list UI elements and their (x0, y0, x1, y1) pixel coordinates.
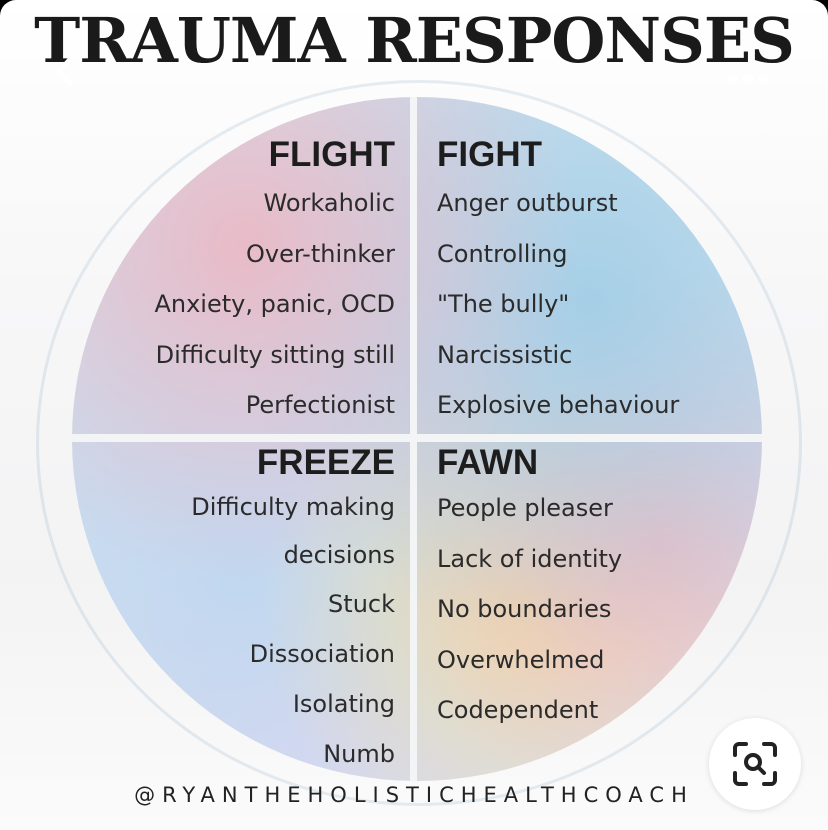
flight-heading: FLIGHT (268, 135, 395, 174)
freeze-item: Difficulty making (191, 493, 395, 521)
poster-title: TRAUMA RESPONSES (34, 4, 795, 77)
flight-item: Anxiety, panic, OCD (154, 290, 395, 318)
fawn-quadrant: FAWN People pleaser Lack of identity No … (437, 443, 622, 736)
more-options-button[interactable] (722, 62, 774, 96)
fight-item: Controlling (437, 239, 568, 268)
freeze-item: decisions (283, 541, 395, 569)
quadrant-circle (72, 97, 762, 781)
decorative-ring (36, 80, 802, 806)
more-horizontal-icon (728, 74, 768, 84)
fawn-item: Codependent (437, 696, 599, 724)
author-handle: @RYANTHEHOLISTICHEALTHCOACH (134, 783, 694, 807)
freeze-quadrant: FREEZE Difficulty making decisions Stuck… (191, 443, 395, 779)
freeze-item: Numb (323, 740, 395, 768)
fawn-item: No boundaries (437, 595, 612, 623)
fight-quadrant: FIGHT Anger outburst Controlling "The bu… (437, 135, 679, 431)
fawn-item: Overwhelmed (437, 645, 605, 674)
flight-quadrant: FLIGHT Workaholic Over-thinker Anxiety, … (154, 135, 395, 431)
fight-item: Anger outburst (437, 189, 618, 217)
fawn-item: People pleaser (437, 494, 613, 522)
freeze-item: Dissociation (249, 640, 395, 668)
freeze-item: Isolating (292, 690, 395, 718)
fight-item: "The bully" (437, 290, 570, 318)
flight-item: Perfectionist (245, 391, 395, 419)
fawn-heading: FAWN (437, 443, 539, 482)
fight-item: Narcissistic (437, 340, 573, 369)
fawn-item: Lack of identity (437, 544, 623, 573)
back-button[interactable] (44, 50, 86, 92)
flight-item: Workaholic (263, 189, 395, 217)
flight-item: Difficulty sitting still (155, 340, 395, 369)
fight-item: Explosive behaviour (437, 391, 680, 419)
flight-item: Over-thinker (245, 239, 395, 268)
chevron-left-icon (56, 55, 74, 87)
freeze-heading: FREEZE (256, 443, 395, 482)
freeze-item: Stuck (328, 590, 395, 618)
visual-search-icon (733, 742, 777, 786)
horizontal-divider (72, 434, 762, 442)
fight-heading: FIGHT (437, 135, 542, 174)
visual-search-button[interactable] (709, 718, 801, 810)
